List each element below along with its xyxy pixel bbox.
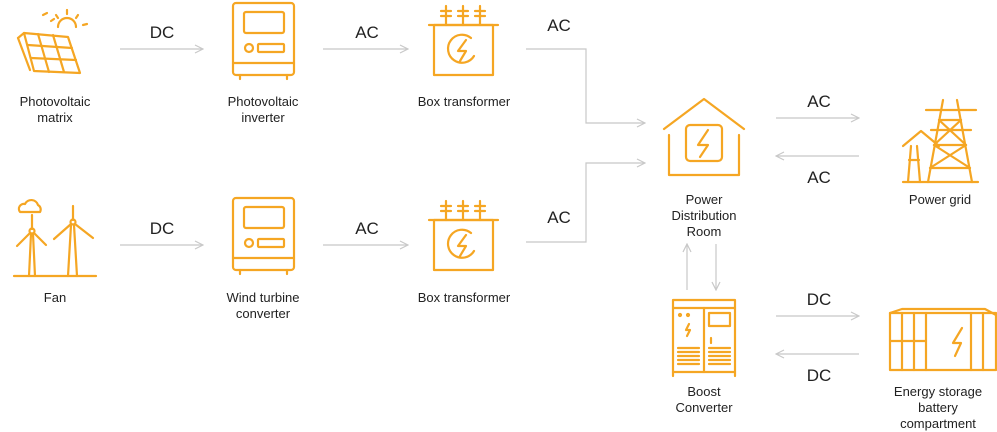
solar-panel-icon <box>16 8 89 75</box>
edge-label-pdr-to-grid: AC <box>807 92 831 111</box>
node-label-battery: Energy storage battery compartment <box>893 384 983 431</box>
edge-label-inverter-to-transformer: AC <box>355 23 379 42</box>
edge-label-battery-to-boost: DC <box>806 366 832 385</box>
node-label-wind-converter: Wind turbine converter <box>226 290 300 321</box>
node-label-pv-matrix: Photovoltaic matrix <box>19 94 91 125</box>
edge-label-converter-to-transformer: AC <box>355 219 379 238</box>
node-label-pv-inverter: Photovoltaic inverter <box>227 94 299 125</box>
node-label-box-transformer-2: Box transformer <box>417 290 511 305</box>
node-label-power-grid: Power grid <box>908 192 972 207</box>
edge-label-boost-to-battery: DC <box>806 290 832 309</box>
transformer-icon-1 <box>427 4 500 77</box>
inverter-icon-1 <box>231 1 296 81</box>
arrow-transformer2-to-pdr <box>526 163 645 243</box>
wind-turbine-icon <box>12 198 98 278</box>
edge-label-grid-to-pdr: AC <box>807 168 831 187</box>
transformer-icon-2 <box>427 199 500 272</box>
cabinet-icon <box>671 298 737 378</box>
node-label-boost-converter: Boost Converter <box>675 384 733 415</box>
edge-label-transformer1-to-pdr: AC <box>547 16 571 35</box>
edge-label-fan-to-converter: DC <box>149 219 175 238</box>
power-tower-icon <box>901 98 980 184</box>
battery-container-icon <box>888 307 997 372</box>
node-label-pdr: Power Distribution Room <box>671 192 737 239</box>
edge-label-pv-to-inverter: DC <box>149 23 175 42</box>
inverter-icon-2 <box>231 196 296 276</box>
arrow-transformer1-to-pdr <box>526 48 645 123</box>
power-house-icon <box>662 97 746 177</box>
edge-label-transformer2-to-pdr: AC <box>547 208 571 227</box>
node-label-box-transformer-1: Box transformer <box>417 94 511 109</box>
node-label-fan: Fan <box>43 290 67 305</box>
